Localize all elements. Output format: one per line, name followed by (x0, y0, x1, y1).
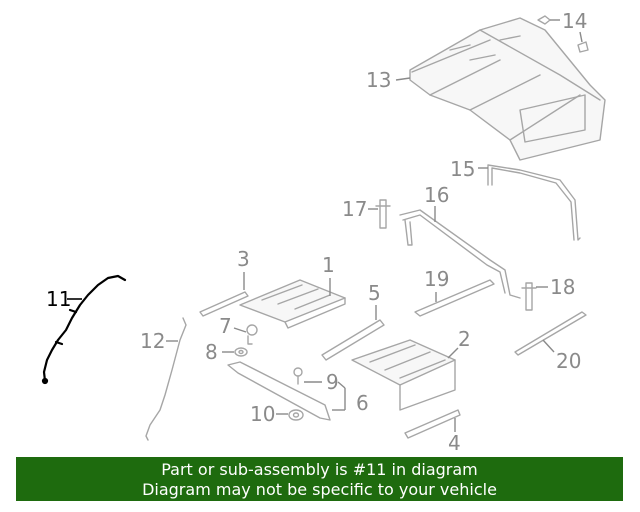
part-12-harness (145, 317, 187, 441)
part-8-washer (234, 347, 248, 357)
callout-19: 19 (424, 267, 449, 291)
callout-18: 18 (550, 275, 575, 299)
banner-line-1: Part or sub-assembly is #11 in diagram (161, 460, 478, 479)
callout-14: 14 (562, 9, 587, 33)
banner-line-2: Diagram may not be specific to your vehi… (142, 480, 497, 499)
part-17-bracket (375, 199, 391, 229)
callout-10: 10 (250, 402, 275, 426)
leader-9b (337, 381, 346, 389)
part-15-seal (487, 164, 581, 241)
callout-2: 2 (458, 327, 471, 351)
callout-16: 16 (424, 183, 449, 207)
callout-5: 5 (368, 281, 381, 305)
part-13-hard-top (409, 17, 606, 161)
info-banner: Part or sub-assembly is #11 in diagram D… (16, 457, 623, 501)
callout-6: 6 (356, 391, 369, 415)
leader-20 (542, 339, 555, 353)
callout-1: 1 (322, 253, 335, 277)
leader-14b (579, 31, 583, 43)
part-18-bracket (521, 282, 537, 311)
part-2-panel (351, 339, 456, 411)
part-9-screw (293, 367, 303, 385)
callout-3: 3 (237, 247, 250, 271)
callout-20: 20 (556, 349, 581, 373)
callout-4: 4 (448, 431, 461, 455)
part-16-frame (399, 209, 521, 299)
callout-13: 13 (366, 68, 391, 92)
part-1-panel (239, 279, 346, 329)
part-10-washer (288, 409, 304, 421)
leader-2 (447, 347, 459, 359)
part-11-wire-harness (41, 274, 127, 385)
part-19-strip (414, 279, 495, 317)
callout-15: 15 (450, 157, 475, 181)
callout-9: 9 (326, 370, 339, 394)
callout-7: 7 (219, 314, 232, 338)
part-5-strip (321, 319, 385, 361)
leader-7 (233, 327, 247, 333)
callout-17: 17 (342, 197, 367, 221)
callout-12: 12 (140, 329, 165, 353)
part-6-rail (227, 361, 331, 421)
part-20-strip (514, 311, 587, 356)
leader-13 (395, 77, 411, 81)
part-7-screw (246, 324, 258, 345)
part-3-strip (199, 291, 249, 317)
callout-8: 8 (205, 340, 218, 364)
part-4-strip (404, 409, 461, 439)
